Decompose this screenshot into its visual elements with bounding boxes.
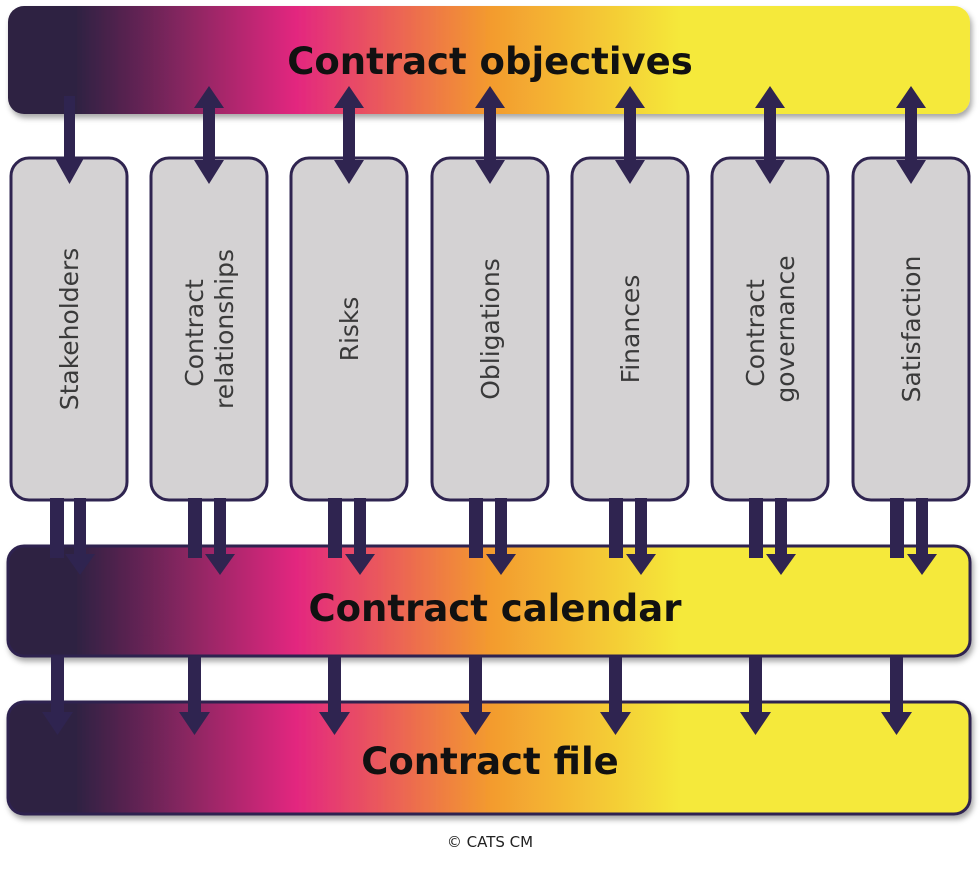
column-label-relationships: Contract relationships: [180, 249, 239, 409]
down-arrow-icon: [65, 498, 95, 575]
double-arrow-icon: [615, 86, 645, 184]
governance-calendar-arrows: [749, 498, 796, 575]
down-arrow-icon: [319, 656, 350, 735]
column-label-stakeholders: Stakeholders: [55, 248, 84, 411]
objectives-column-arrows: [55, 86, 926, 184]
double-arrow-icon: [475, 86, 505, 184]
down-arrow-icon: [42, 656, 73, 735]
risks-calendar-arrows: [328, 498, 375, 575]
down-arrow-icon: [766, 498, 796, 575]
down-arrow-icon: [55, 96, 84, 184]
down-arrow-icon: [460, 656, 491, 735]
down-arrow-icon: [626, 498, 656, 575]
calendar-file-arrows: [42, 656, 912, 735]
column-box-governance: [710, 156, 830, 502]
satisfaction-calendar-arrows: [890, 498, 937, 575]
down-arrow-icon: [205, 498, 235, 575]
contract-calendar-label: Contract calendar: [308, 587, 682, 630]
double-arrow-icon: [194, 86, 224, 184]
down-arrow-icon: [345, 498, 375, 575]
down-arrow-icon: [600, 656, 631, 735]
column-box-relationships: [149, 156, 269, 502]
down-arrow-icon: [881, 656, 912, 735]
column-calendar-arrows: [50, 498, 937, 575]
obligations-calendar-arrows: [469, 498, 516, 575]
relationships-calendar-arrows: [188, 498, 235, 575]
double-arrow-icon: [334, 86, 364, 184]
contract-management-diagram: Contract objectives Contract calendar Co…: [6, 6, 972, 816]
contract-objectives-bar: Contract objectives: [8, 6, 970, 114]
column-label-obligations: Obligations: [476, 258, 505, 400]
double-arrow-icon: [896, 86, 926, 184]
contract-file-bar: Contract file: [6, 700, 972, 816]
column-label-satisfaction: Satisfaction: [897, 256, 926, 403]
copyright-notice: © CATS CM: [446, 833, 534, 851]
column-label-governance: Contract governance: [741, 255, 800, 402]
finances-calendar-arrows: [609, 498, 656, 575]
contract-calendar-bar: Contract calendar: [6, 544, 972, 658]
down-arrow-icon: [179, 656, 210, 735]
double-arrow-icon: [755, 86, 785, 184]
down-arrow-icon: [907, 498, 937, 575]
column-label-finances: Finances: [616, 275, 645, 384]
column-label-risks: Risks: [335, 297, 364, 362]
contract-file-label: Contract file: [361, 740, 619, 783]
contract-objectives-label: Contract objectives: [287, 40, 693, 83]
down-arrow-icon: [740, 656, 771, 735]
stakeholders-calendar-arrows: [50, 498, 95, 575]
down-arrow-icon: [486, 498, 516, 575]
